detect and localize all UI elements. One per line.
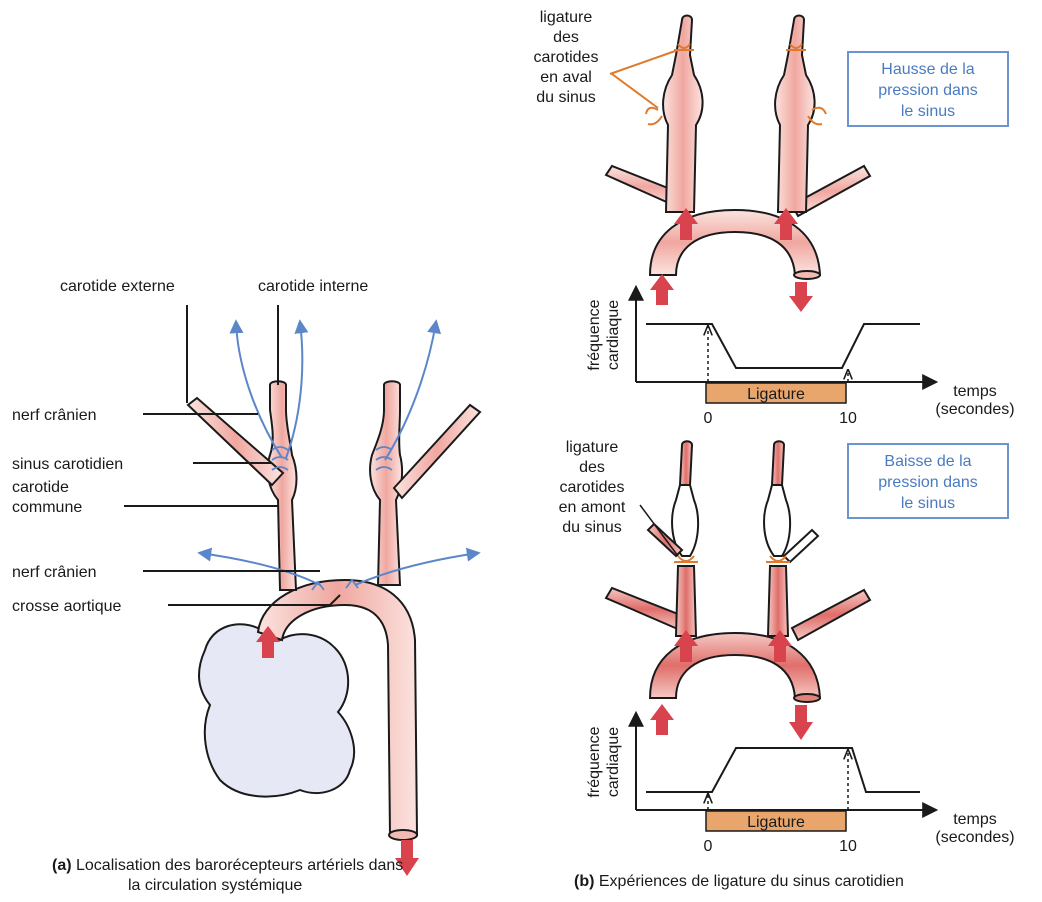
bottom-arrow-heart-up xyxy=(650,704,674,735)
label-crosse-aortique: crosse aortique xyxy=(12,598,121,615)
bottom-ylabel-1: fréquence xyxy=(586,726,603,797)
bottom-arch-end xyxy=(794,694,820,702)
bottom-right-branch xyxy=(792,590,870,640)
top-xlabel-1: temps xyxy=(953,383,997,400)
top-ligature-label-1: des xyxy=(553,29,579,46)
top-box-line-2: le sinus xyxy=(901,103,955,120)
caption-b-bold: (b) xyxy=(574,873,594,890)
bottom-heart-rate-trace xyxy=(646,748,920,792)
bottom-ligature-label-4: du sinus xyxy=(562,519,622,536)
label-sinus-carotidien: sinus carotidien xyxy=(12,456,123,473)
bottom-ligature-label-1: des xyxy=(579,459,605,476)
bottom-arch xyxy=(650,633,820,698)
bottom-ylabel-2: cardiaque xyxy=(605,727,622,797)
label-nerf-cranien-2: nerf crânien xyxy=(12,564,97,581)
bottom-ligature-label-0: ligature xyxy=(566,439,619,456)
left-external-carotid xyxy=(188,398,283,485)
bottom-right-sinus xyxy=(764,485,790,556)
bottom-arrow-aorta-down xyxy=(789,705,813,740)
top-ligature-left-bot xyxy=(646,108,662,125)
panel-a: carotide externe carotide interne nerf c… xyxy=(12,278,480,894)
top-left-carotid xyxy=(663,16,703,213)
top-heart-rate-trace xyxy=(646,324,920,368)
bottom-ligature-bar-label: Ligature xyxy=(747,814,805,831)
top-box-line-1: pression dans xyxy=(878,82,978,99)
bottom-box-line-1: pression dans xyxy=(878,474,978,491)
nerve-arch-right xyxy=(355,553,478,585)
bottom-right-carotid-upper xyxy=(772,441,784,485)
top-ylabel-1: fréquence xyxy=(586,299,603,370)
panel-b-top: ligature des carotides en aval du sinus … xyxy=(534,9,1015,427)
top-ligature-label-3: en aval xyxy=(540,69,592,86)
bottom-left-carotid-upper xyxy=(680,441,692,485)
caption-a-text: Localisation des barorécepteurs artériel… xyxy=(72,857,404,874)
caption-b-text: Expériences de ligature du sinus carotid… xyxy=(594,873,904,890)
bottom-left-carotid-lower xyxy=(676,566,696,636)
aorta-opening xyxy=(389,830,417,840)
top-arrow-heart-up xyxy=(650,274,674,305)
nerve-arch-left xyxy=(200,553,320,585)
heart-shape xyxy=(199,624,354,796)
top-ligature-leader-1 xyxy=(610,50,678,74)
top-ligature-leader-2 xyxy=(612,74,658,108)
top-xlabel-2: (secondes) xyxy=(935,401,1014,418)
top-box-line-0: Hausse de la xyxy=(881,61,974,78)
bottom-right-carotid-lower xyxy=(768,566,788,636)
bottom-box-line-0: Baisse de la xyxy=(884,453,971,470)
top-ylabel-2: cardiaque xyxy=(605,300,622,370)
bottom-box-line-2: le sinus xyxy=(901,495,955,512)
bottom-xlabel-1: temps xyxy=(953,811,997,828)
top-arrow-aorta-down xyxy=(789,282,813,312)
label-nerf-cranien-1: nerf crânien xyxy=(12,407,97,424)
label-carotide-externe: carotide externe xyxy=(60,278,175,295)
label-carotide-interne: carotide interne xyxy=(258,278,368,295)
top-tick-0: 0 xyxy=(704,410,713,427)
bottom-ligature-label-2: carotides xyxy=(560,479,625,496)
top-right-carotid xyxy=(775,16,815,213)
top-ligature-bar-label: Ligature xyxy=(747,386,805,403)
caption-b: (b) Expériences de ligature du sinus car… xyxy=(574,873,904,890)
top-ligature-label-2: carotides xyxy=(534,49,599,66)
top-ligature-label-4: du sinus xyxy=(536,89,596,106)
caption-a-line1: (a) Localisation des barorécepteurs arté… xyxy=(52,857,403,874)
top-tick-10: 10 xyxy=(839,410,857,427)
bottom-tick-0: 0 xyxy=(704,838,713,855)
label-carotide-commune-1: carotide xyxy=(12,479,69,496)
label-carotide-commune-2: commune xyxy=(12,499,82,516)
bottom-tick-10: 10 xyxy=(839,838,857,855)
panel-b-bottom: ligature des carotides en amont du sinus… xyxy=(559,439,1015,890)
caption-a-line2: la circulation systémique xyxy=(128,877,302,894)
top-arch-end xyxy=(794,271,820,279)
top-ligature-label-0: ligature xyxy=(540,9,593,26)
caption-a-bold: (a) xyxy=(52,857,72,874)
bottom-ligature-label-3: en amont xyxy=(559,499,626,516)
bottom-xlabel-2: (secondes) xyxy=(935,829,1014,846)
